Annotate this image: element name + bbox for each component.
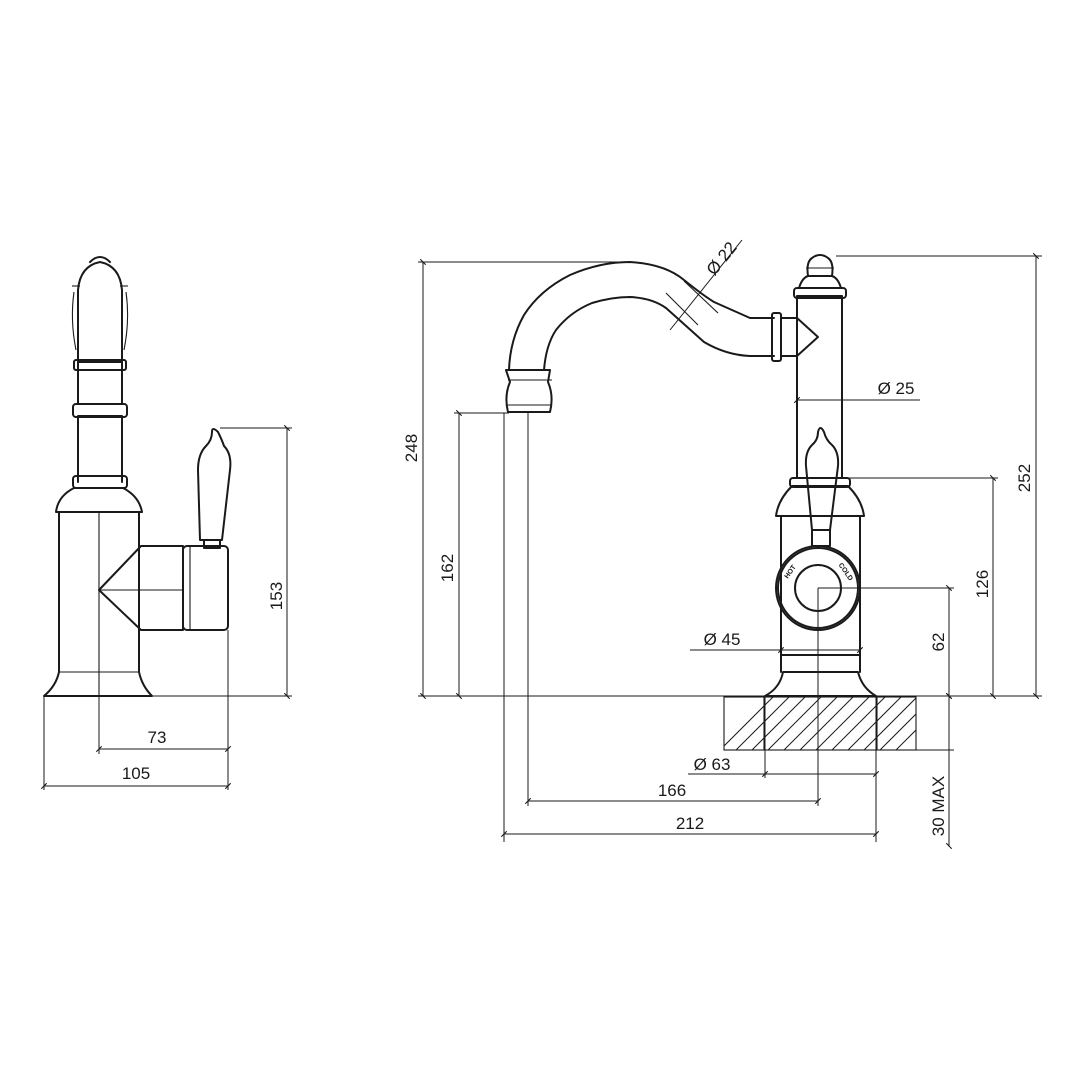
side-view: 153 73 105 — [40, 256, 292, 790]
dim-bench-max: 30 MAX — [929, 776, 948, 836]
side-connector — [98, 545, 184, 631]
dim-height-162: 162 — [438, 554, 457, 582]
dim-side-153: 153 — [267, 582, 286, 610]
side-body — [77, 415, 123, 483]
side-base — [43, 511, 153, 697]
hub-label-hot: HOT — [784, 563, 799, 580]
dim-body-dia: Ø 25 — [878, 379, 915, 398]
side-hub — [182, 545, 229, 631]
dim-height-62: 62 — [929, 633, 948, 652]
dim-side-73: 73 — [148, 728, 167, 747]
dim-spout-dia: Ø 22 — [703, 238, 741, 279]
dim-reach-212: 212 — [676, 814, 704, 833]
side-top-cap — [77, 261, 123, 363]
front-base — [764, 671, 877, 697]
spout-outlet — [505, 369, 553, 413]
spout-connector — [771, 312, 782, 362]
dim-height-126: 126 — [973, 570, 992, 598]
side-lever — [197, 428, 232, 541]
dim-dia-63: Ø 63 — [694, 755, 731, 774]
front-top-cap — [798, 275, 842, 289]
dim-side-105: 105 — [122, 764, 150, 783]
spout — [508, 261, 775, 371]
dim-height-248: 248 — [402, 434, 421, 462]
front-view: HOT COLD Ø 22 Ø 25 248 162 252 126 — [402, 238, 1042, 850]
front-body — [780, 515, 861, 656]
front-lever — [804, 427, 840, 531]
dim-height-252: 252 — [1015, 464, 1034, 492]
benchtop-hatch — [723, 696, 917, 751]
dim-dia-45: Ø 45 — [704, 630, 741, 649]
dim-reach-166: 166 — [658, 781, 686, 800]
